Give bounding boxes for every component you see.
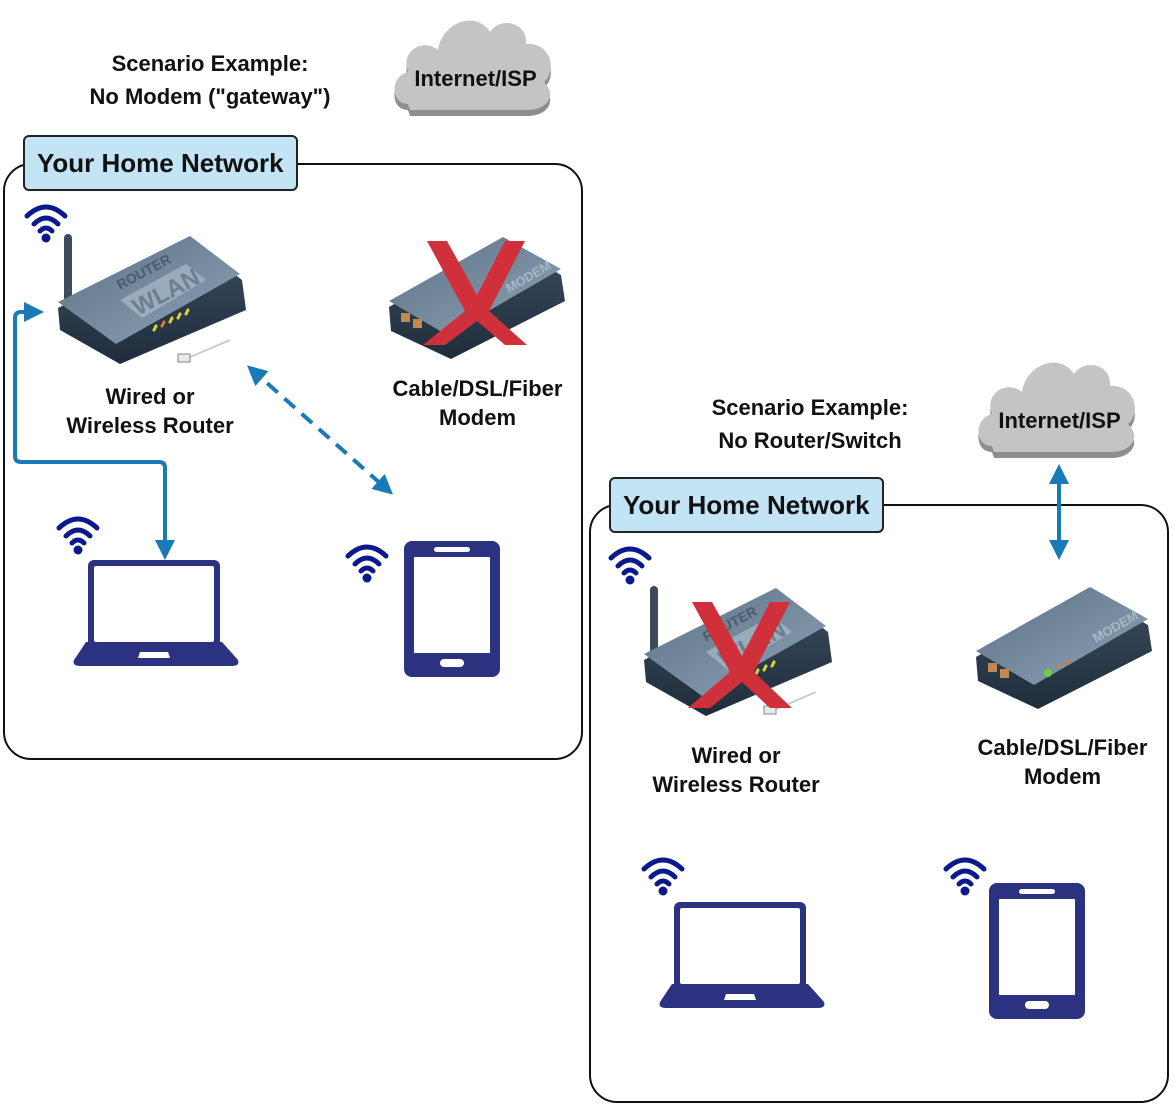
cloud-label-a: Internet/ISP <box>414 66 537 91</box>
modem-label-a-line2: Modem <box>439 405 516 430</box>
modem-label-b-line1: Cable/DSL/Fiber <box>977 735 1148 760</box>
router-label-b-line1: Wired or <box>691 743 781 768</box>
router-label-a-line2: Wireless Router <box>66 413 234 438</box>
modem-label-b-line2: Modem <box>1024 764 1101 789</box>
router-label-b-line2: Wireless Router <box>652 772 820 797</box>
cloud-icon <box>394 20 551 116</box>
scenario-b-caption-line2: No Router/Switch <box>718 428 902 453</box>
cross-out-icon <box>423 241 527 345</box>
router-a: ROUTER WLAN <box>50 230 250 380</box>
scenario-a-caption: Scenario Example: No Modem ("gateway") <box>60 47 360 113</box>
router-label-b: Wired or Wireless Router <box>626 741 846 799</box>
scenario-a-caption-line2: No Modem ("gateway") <box>89 84 331 109</box>
modem-label-a: Cable/DSL/Fiber Modem <box>370 374 585 432</box>
scenario-a-caption-line1: Scenario Example: <box>111 51 309 76</box>
wifi-icon <box>641 857 685 896</box>
router-b: ROUTER WLAN <box>636 582 836 732</box>
wifi-icon <box>943 857 987 896</box>
laptop-icon <box>659 902 825 1008</box>
scenario-b-caption-line1: Scenario Example: <box>711 395 909 420</box>
cloud-icon <box>978 362 1135 458</box>
wifi-icon <box>608 546 652 585</box>
modem-label-a-line1: Cable/DSL/Fiber <box>392 376 563 401</box>
router-icon: ROUTER WLAN <box>58 234 246 364</box>
scenario-b-caption: Scenario Example: No Router/Switch <box>660 391 960 457</box>
router-label-a-line1: Wired or <box>105 384 195 409</box>
modem-a: MODEM <box>385 235 570 365</box>
modem-b: MODEM <box>972 585 1157 715</box>
router-label-a: Wired or Wireless Router <box>40 382 260 440</box>
internet-cloud-b: Internet/ISP <box>972 342 1147 467</box>
home-network-tag-b: Your Home Network <box>609 477 884 533</box>
cloud-label-b: Internet/ISP <box>998 408 1121 433</box>
smartphone-icon <box>404 541 500 677</box>
home-network-tag-a: Your Home Network <box>23 135 298 191</box>
cross-out-icon <box>688 602 792 708</box>
modem-label-b: Cable/DSL/Fiber Modem <box>955 733 1170 791</box>
wifi-icon <box>345 544 389 583</box>
modem-icon: MODEM <box>976 587 1152 709</box>
laptop-icon <box>73 560 239 666</box>
wifi-icon <box>24 204 68 243</box>
wifi-icon <box>56 516 100 555</box>
internet-cloud-a: Internet/ISP <box>388 0 563 125</box>
smartphone-icon <box>989 883 1085 1019</box>
